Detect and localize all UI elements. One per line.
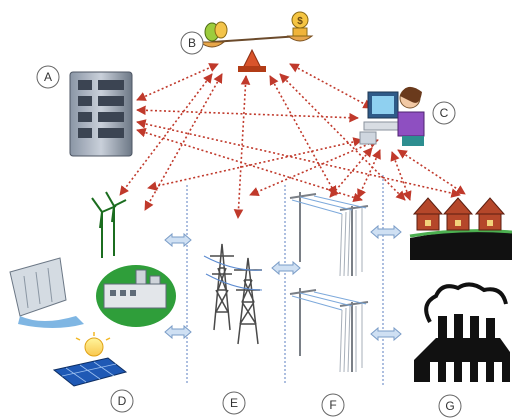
balance-scale-icon: $	[198, 11, 314, 72]
arrow-b-d	[119, 73, 213, 196]
flow-arrow-d-e-top	[164, 232, 192, 248]
zone-dividers	[186, 175, 384, 385]
zone-labels: A B C D E F G	[36, 31, 462, 418]
flow-arrow-f-g-bottom	[370, 326, 402, 342]
arrow-b-c	[289, 63, 373, 109]
wind-turbine-icon	[91, 191, 127, 258]
label-g: G	[438, 394, 462, 418]
houses-icon	[409, 197, 512, 260]
hydro-dam-icon	[9, 257, 84, 328]
flow-arrow-d-e-bottom	[164, 324, 192, 340]
arrow-c-d	[147, 137, 363, 191]
power-flow-arrows	[164, 224, 402, 342]
label-c-text: C	[440, 106, 449, 120]
svg-text:$: $	[297, 16, 303, 27]
label-d-text: D	[118, 394, 127, 408]
label-d: D	[110, 389, 134, 413]
label-f-text: F	[329, 398, 336, 412]
label-g-text: G	[445, 399, 454, 413]
arrow-b-e	[233, 75, 251, 219]
flow-arrow-f-g-top	[370, 224, 402, 240]
arrow-c-g2	[390, 151, 412, 201]
label-a: A	[36, 65, 60, 89]
arrow-b-d2	[144, 73, 223, 211]
factory-icon	[414, 282, 510, 382]
flow-arrow-e-f	[271, 260, 301, 276]
computer-user-icon	[359, 86, 425, 146]
arrow-c-f2	[357, 149, 381, 199]
communication-arrows	[119, 63, 466, 219]
distribution-pole-icon	[289, 192, 369, 373]
label-b-text: B	[188, 36, 196, 50]
label-f: F	[321, 393, 345, 417]
label-e: E	[222, 391, 246, 415]
arrow-c-f	[329, 147, 373, 198]
solar-panel-icon	[52, 332, 128, 387]
arrow-c-e	[249, 139, 379, 196]
label-c: C	[432, 101, 456, 125]
label-e-text: E	[230, 396, 238, 410]
label-b: B	[180, 31, 204, 55]
transmission-tower-icon	[203, 243, 263, 345]
label-a-text: A	[44, 70, 52, 84]
server-icon	[69, 71, 133, 157]
power-plant-icon	[96, 265, 176, 327]
arrow-a-c	[136, 105, 359, 123]
arrow-c-g	[397, 149, 466, 195]
arrow-b-f	[269, 75, 337, 196]
